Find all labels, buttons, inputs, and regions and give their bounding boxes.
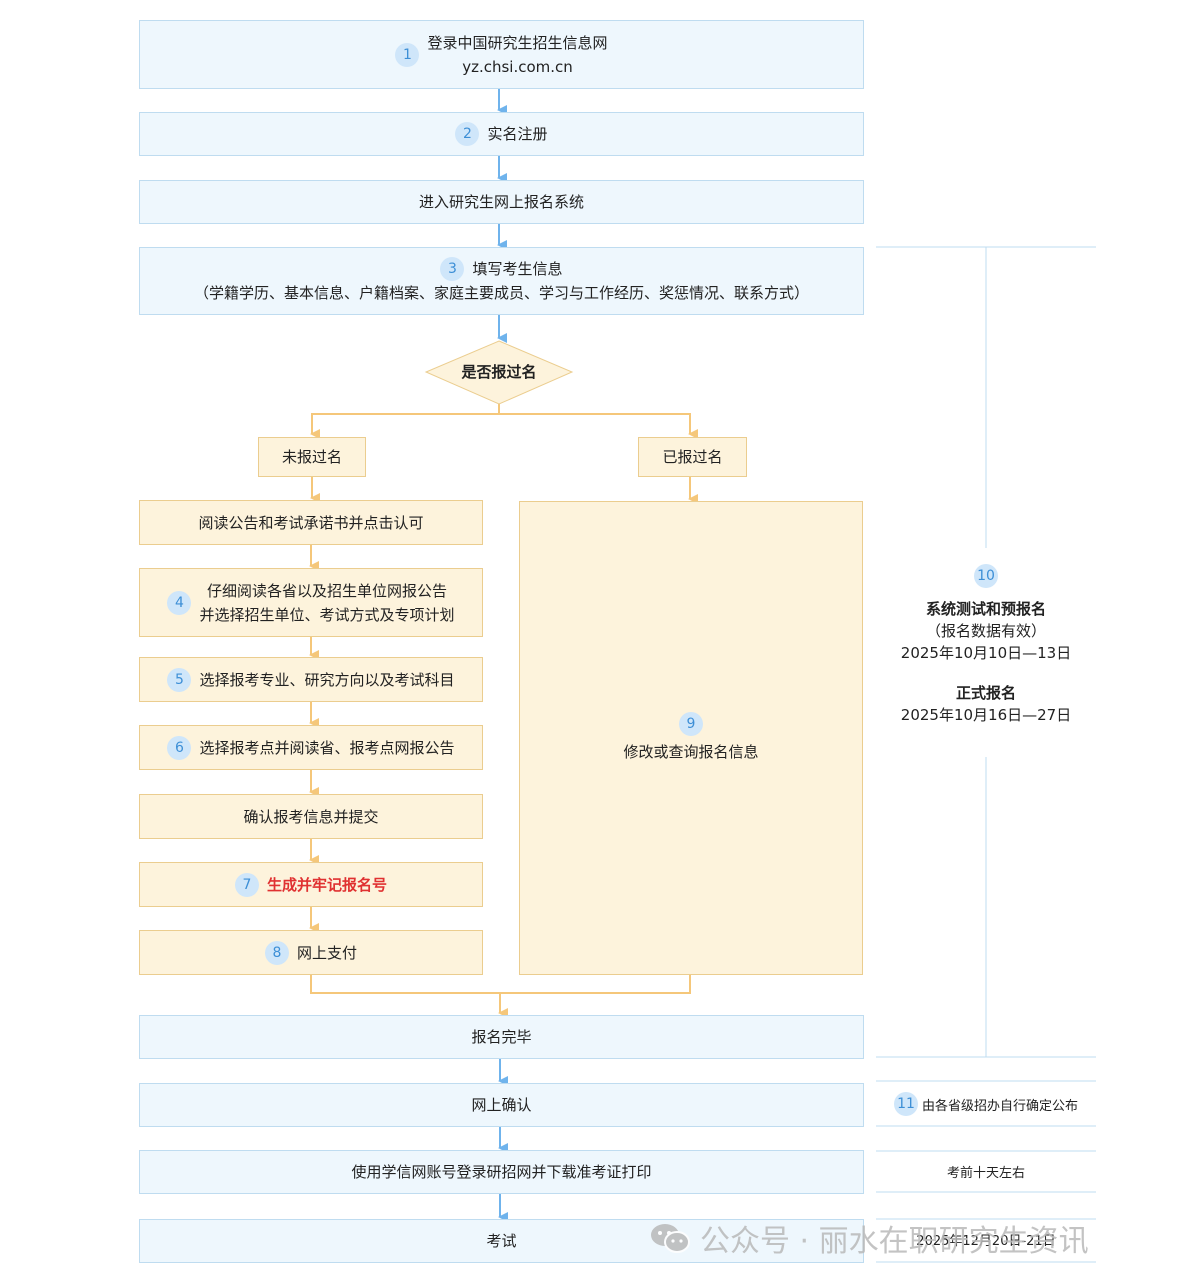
step-select-major-box: 5 选择报考专业、研究方向以及考试科目 [139,657,483,702]
side-confirm-note: 11 由各省级招办自行确定公布 [876,1092,1096,1116]
step-select-unit-line2: 并选择招生单位、考试方式及专项计划 [199,605,455,624]
arrow-decision-no [310,404,500,439]
step-select-unit-line1: 仔细阅读各省以及招生单位网报公告 [206,581,447,600]
step-badge: 1 [395,42,420,67]
step-badge: 8 [264,940,289,965]
arrow-decision-yes [499,413,698,439]
side-test-note: （报名数据有效） [925,622,1046,640]
step-print-ticket-label: 使用学信网账号登录研招网并下载准考证打印 [351,1163,652,1181]
step-pay-label: 网上支付 [296,943,357,962]
branch-yes-box: 已报过名 [638,437,747,477]
side-exam-date: 2025年12月20日-21日 [916,1234,1056,1249]
step-print-ticket-box: 使用学信网账号登录研招网并下载准考证打印 [139,1150,864,1194]
step-modify-label: 修改或查询报名信息 [623,743,759,761]
step-badge: 4 [167,590,192,615]
step-read-notice-label: 阅读公告和考试承诺书并点击认可 [198,513,424,532]
decision-label: 是否报过名 [461,363,537,381]
side-print-note: 考前十天左右 [946,1166,1025,1181]
watermark: 公众号 · 丽水在职研究生资讯 [650,1216,1089,1260]
step-exam-label: 考试 [486,1232,517,1250]
step-select-site-label: 选择报考点并阅读省、报考点网报公告 [199,738,455,757]
step-select-site-box: 6 选择报考点并阅读省、报考点网报公告 [139,725,483,770]
step-badge: 11 [893,1092,918,1116]
side-test-dates: 2025年10月10日—13日 [900,644,1072,662]
wechat-icon [651,1224,690,1253]
step-pay-box: 8 网上支付 [139,930,483,975]
watermark-text: 公众号 · 丽水在职研究生资讯 [700,1224,1089,1259]
step-confirm-submit-label: 确认报考信息并提交 [243,807,379,826]
step-badge: 2 [455,122,480,146]
step-register-box: 2 实名注册 [139,112,864,156]
merge-line [310,975,691,994]
step-register-label: 实名注册 [487,125,548,143]
step-enter-label: 进入研究生网上报名系统 [418,193,584,211]
side-test-title: 系统测试和预报名 [925,600,1046,618]
branch-no-box: 未报过名 [258,437,366,477]
branch-yes-label: 已报过名 [662,448,723,466]
step-confirm-submit-box: 确认报考信息并提交 [139,794,483,839]
step-badge: 7 [234,872,259,897]
branch-no-label: 未报过名 [281,448,342,466]
side-confirm-note-label: 由各省级招办自行确定公布 [921,1098,1078,1114]
step-generate-no-box: 7 生成并牢记报名号 [139,862,483,907]
step-select-unit-box: 4 仔细阅读各省以及招生单位网报公告 并选择招生单位、考试方式及专项计划 [139,568,483,637]
step-login-box: 1 登录中国研究生招生信息网 yz.chsi.com.cn [139,20,864,89]
step-badge: 9 [679,712,703,736]
step-complete-label: 报名完毕 [471,1028,532,1046]
step-fill-box: 3 填写考生信息 （学籍学历、基本信息、户籍档案、家庭主要成员、学习与工作经历、… [139,247,864,315]
step-badge: 10 [974,564,998,588]
step-fill-detail: （学籍学历、基本信息、户籍档案、家庭主要成员、学习与工作经历、奖惩情况、联系方式… [193,284,809,302]
side-formal-dates: 2025年10月16日—27日 [900,706,1072,724]
step-select-major-label: 选择报考专业、研究方向以及考试科目 [199,670,455,689]
step-badge: 5 [167,667,192,692]
side-formal-title: 正式报名 [955,684,1016,702]
step-login-title: 登录中国研究生招生信息网 [427,33,608,52]
step-read-notice-box: 阅读公告和考试承诺书并点击认可 [139,500,483,545]
side-period: 10 系统测试和预报名 （报名数据有效） 2025年10月10日—13日 正式报… [880,564,1092,726]
step-generate-no-label: 生成并牢记报名号 [266,875,387,894]
step-online-confirm-box: 网上确认 [139,1083,864,1127]
step-login-url: yz.chsi.com.cn [462,57,573,76]
step-badge: 6 [167,735,192,760]
step-enter-box: 进入研究生网上报名系统 [139,180,864,224]
decision-diamond [424,340,574,405]
step-complete-box: 报名完毕 [139,1015,864,1059]
step-fill-title: 填写考生信息 [472,260,563,278]
step-exam-box: 考试 [139,1219,864,1263]
step-online-confirm-label: 网上确认 [471,1096,532,1114]
step-badge: 3 [440,257,465,281]
step-modify-box: 9 修改或查询报名信息 [519,501,863,975]
